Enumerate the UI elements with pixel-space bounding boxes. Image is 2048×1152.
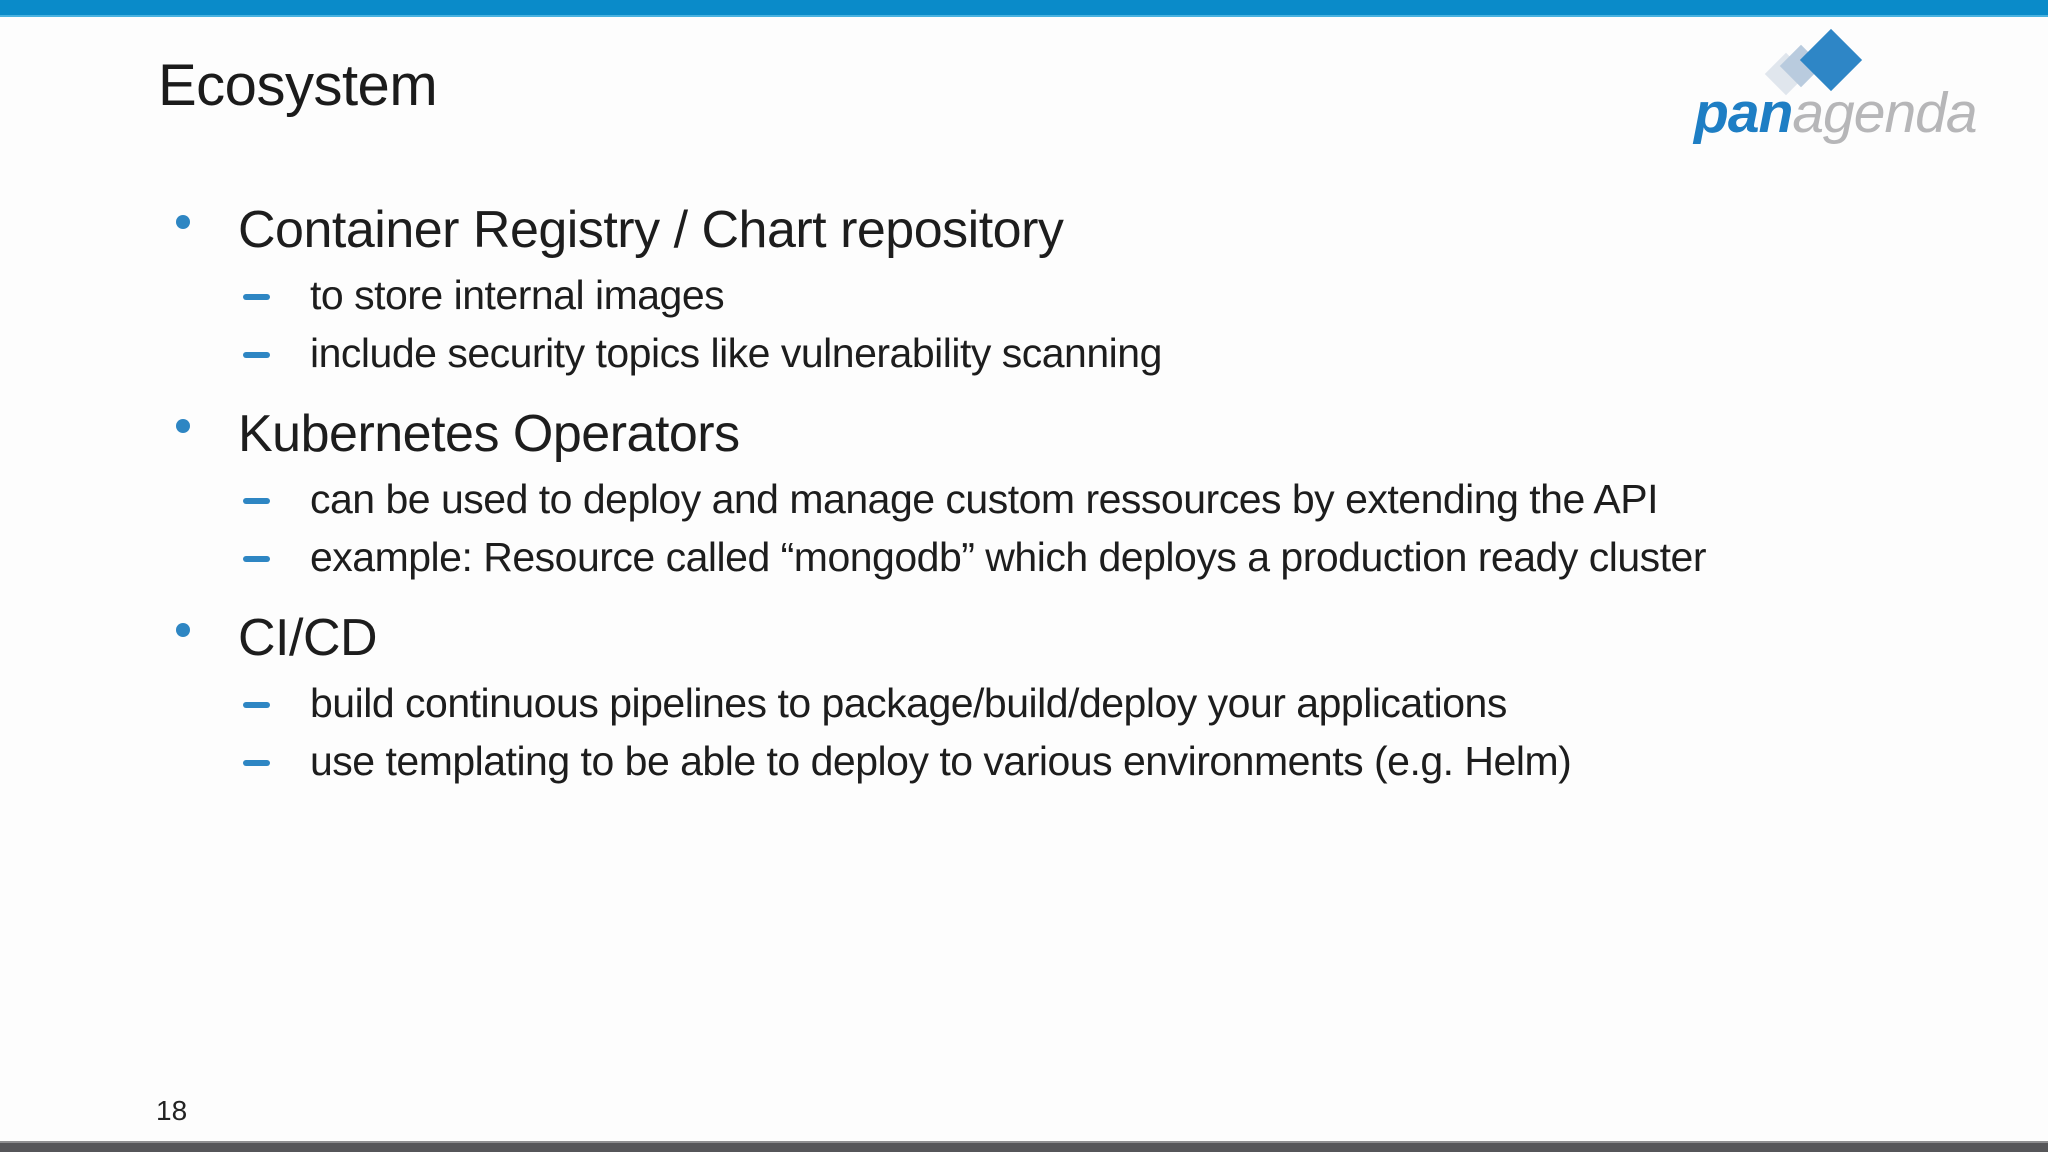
dash-bullet-icon — [243, 294, 270, 300]
dash-bullet-icon — [243, 702, 270, 708]
bullet-dot-icon — [176, 419, 190, 433]
bottom-footer-bar — [0, 1141, 2048, 1152]
sub-bullet-text: can be used to deploy and manage custom … — [310, 476, 1659, 522]
sub-bullet-row: example: Resource called “mongodb” which… — [172, 528, 1932, 586]
bullet-group: Container Registry / Chart repository to… — [172, 194, 1932, 382]
sub-bullet-text: example: Resource called “mongodb” which… — [310, 534, 1706, 580]
page-title: Ecosystem — [158, 53, 438, 118]
dash-bullet-icon — [243, 498, 270, 504]
sub-bullet-row: include security topics like vulnerabili… — [172, 324, 1932, 382]
bullet-heading-row: CI/CD — [172, 602, 1932, 674]
bullet-group: Kubernetes Operators can be used to depl… — [172, 398, 1932, 586]
bullet-heading: Container Registry / Chart repository — [238, 201, 1064, 259]
sub-bullet-text: include security topics like vulnerabili… — [310, 330, 1162, 376]
bullet-dot-icon — [176, 623, 190, 637]
sub-bullet-row: to store internal images — [172, 266, 1932, 324]
bullet-list: Container Registry / Chart repository to… — [172, 194, 1932, 790]
bullet-dot-icon — [176, 215, 190, 229]
bullet-heading: CI/CD — [238, 609, 378, 667]
logo-text-agenda: agenda — [1792, 81, 1977, 145]
sub-bullet-text: to store internal images — [310, 272, 725, 318]
logo-text-pan: pan — [1694, 81, 1793, 145]
dash-bullet-icon — [243, 556, 270, 562]
sub-bullet-row: build continuous pipelines to package/bu… — [172, 674, 1932, 732]
page-number: 18 — [156, 1095, 188, 1126]
bullet-heading-row: Container Registry / Chart repository — [172, 194, 1932, 266]
dash-bullet-icon — [243, 760, 270, 766]
panagenda-logo: panagenda — [1692, 28, 2028, 143]
sub-bullet-row: can be used to deploy and manage custom … — [172, 470, 1932, 528]
sub-bullet-text: use templating to be able to deploy to v… — [310, 738, 1572, 784]
sub-bullet-row: use templating to be able to deploy to v… — [172, 732, 1932, 790]
bullet-group: CI/CD build continuous pipelines to pack… — [172, 602, 1932, 790]
sub-bullet-text: build continuous pipelines to package/bu… — [310, 680, 1507, 726]
panagenda-wordmark: panagenda — [1694, 85, 1978, 142]
panagenda-diamonds-icon — [1764, 28, 1863, 96]
bullet-heading: Kubernetes Operators — [238, 405, 740, 463]
dash-bullet-icon — [243, 352, 270, 358]
top-accent-bar — [0, 0, 2048, 17]
bullet-heading-row: Kubernetes Operators — [172, 398, 1932, 470]
